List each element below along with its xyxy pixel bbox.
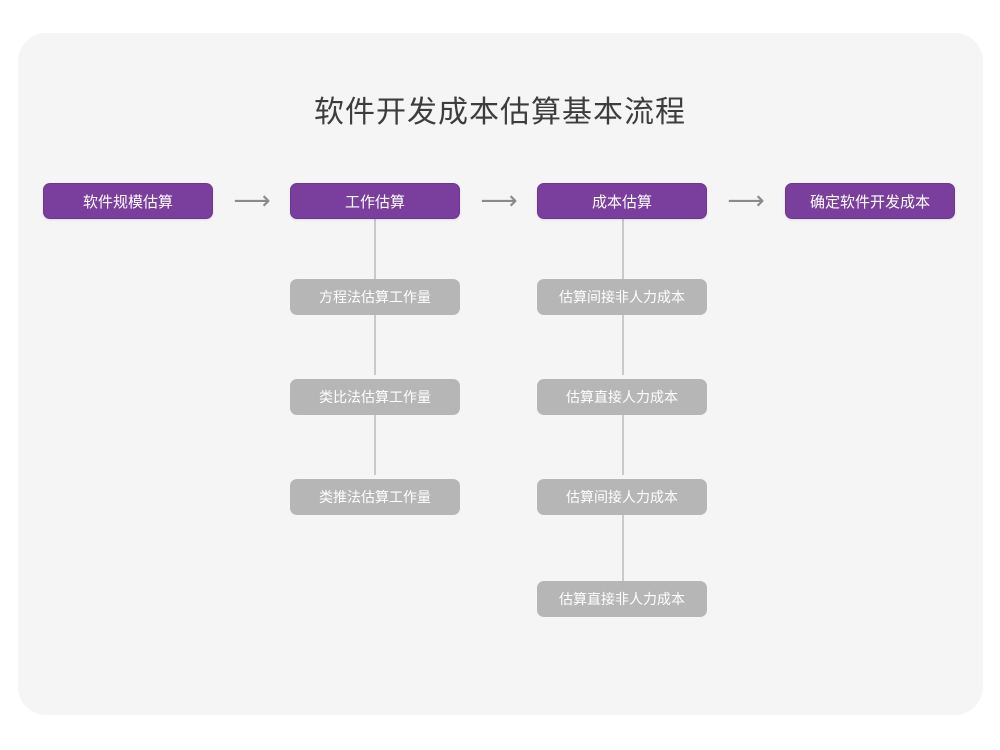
flow-arrow-1-icon: ⟶: [233, 186, 271, 216]
connector-stage3-substep3-substep4: [622, 515, 624, 581]
diagram-card-frame: [18, 33, 983, 715]
substep-node-inference-method-workload[interactable]: 类推法估算工作量: [290, 479, 460, 515]
stage-node-software-scale-estimation[interactable]: 软件规模估算: [43, 183, 213, 219]
connector-stage2-substeps: [374, 219, 376, 279]
substep-node-direct-labor-cost[interactable]: 估算直接人力成本: [537, 379, 707, 415]
substep-node-direct-non-labor-cost[interactable]: 估算直接非人力成本: [537, 581, 707, 617]
connector-stage3-substeps: [622, 219, 624, 279]
substep-node-indirect-non-labor-cost[interactable]: 估算间接非人力成本: [537, 279, 707, 315]
connector-stage3-substep2-substep3: [622, 415, 624, 475]
connector-stage3-substep1-substep2: [622, 315, 624, 375]
page-title: 软件开发成本估算基本流程: [314, 96, 686, 129]
substep-node-analogy-method-workload[interactable]: 类比法估算工作量: [290, 379, 460, 415]
stage-node-work-estimation[interactable]: 工作估算: [290, 183, 460, 219]
connector-stage2-substep2-substep3: [374, 415, 376, 475]
flow-arrow-3-icon: ⟶: [727, 186, 765, 216]
connector-stage2-substep1-substep2: [374, 315, 376, 375]
stage-node-determine-development-cost[interactable]: 确定软件开发成本: [785, 183, 955, 219]
substep-node-equation-method-workload[interactable]: 方程法估算工作量: [290, 279, 460, 315]
stage-node-cost-estimation[interactable]: 成本估算: [537, 183, 707, 219]
substep-node-indirect-labor-cost[interactable]: 估算间接人力成本: [537, 479, 707, 515]
flow-arrow-2-icon: ⟶: [480, 186, 518, 216]
